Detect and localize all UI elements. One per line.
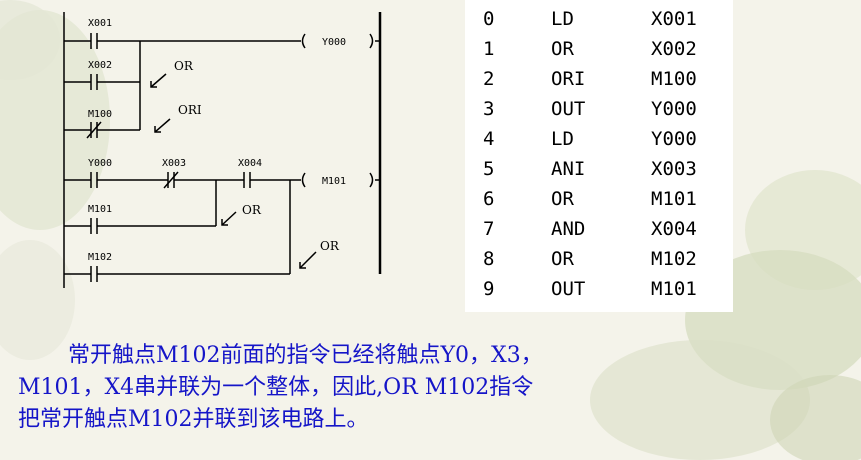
contact-label-x004: X004 (238, 158, 262, 169)
instruction-row: 2 ORI M100 (465, 68, 733, 98)
contact-label-x002: X002 (88, 60, 112, 71)
step-number: 9 (483, 278, 495, 300)
opcode: OR (551, 248, 574, 270)
explanation-caption: 常开触点M102前面的指令已经将触点Y0，X3， M101，X4串并联为一个整体… (18, 340, 778, 436)
contact-label-x003: X003 (162, 158, 186, 169)
step-number: 8 (483, 248, 495, 270)
instruction-row: 3 OUT Y000 (465, 98, 733, 128)
instruction-row: 5 ANI X003 (465, 158, 733, 188)
opcode: OR (551, 38, 574, 60)
instruction-row: 0 LD X001 (465, 8, 733, 38)
operand: M101 (651, 188, 697, 210)
instruction-row: 7 AND X004 (465, 218, 733, 248)
step-number: 6 (483, 188, 495, 210)
ladder-diagram: X001 X002 M100 Y000 OR ORI Y000 X003 X00… (63, 12, 382, 288)
opcode: LD (551, 128, 574, 150)
instruction-list: 0 LD X001 1 OR X002 2 ORI M100 3 OUT Y00… (465, 0, 733, 312)
step-number: 1 (483, 38, 495, 60)
coil-label-m101: M101 (322, 176, 346, 187)
instruction-row: 9 OUT M101 (465, 278, 733, 308)
coil-label-y000: Y000 (322, 37, 346, 48)
operand: X003 (651, 158, 697, 180)
contact-label-m101: M101 (88, 204, 112, 215)
operand: X001 (651, 8, 697, 30)
contact-label-m100: M100 (88, 109, 112, 120)
opcode: LD (551, 8, 574, 30)
operand: M102 (651, 248, 697, 270)
operand: Y000 (651, 98, 697, 120)
opcode: ORI (551, 68, 586, 90)
caption-line-1: 常开触点M102前面的指令已经将触点Y0，X3， (68, 343, 543, 368)
step-number: 4 (483, 128, 495, 150)
opcode: ANI (551, 158, 586, 180)
opcode: OUT (551, 98, 586, 120)
note-or-2: OR (242, 203, 262, 217)
instruction-row: 8 OR M102 (465, 248, 733, 278)
operand: X002 (651, 38, 697, 60)
instruction-row: 1 OR X002 (465, 38, 733, 68)
instruction-row: 4 LD Y000 (465, 128, 733, 158)
step-number: 7 (483, 218, 495, 240)
contact-label-x001: X001 (88, 18, 112, 29)
caption-line-3: 把常开触点M102并联到该电路上。 (18, 407, 369, 432)
instruction-row: 6 OR M101 (465, 188, 733, 218)
contact-label-m102: M102 (88, 252, 112, 263)
note-ori: ORI (178, 103, 202, 117)
opcode: AND (551, 218, 586, 240)
operand: X004 (651, 218, 697, 240)
operand: Y000 (651, 128, 697, 150)
note-or-3: OR (320, 239, 340, 253)
step-number: 0 (483, 8, 495, 30)
contact-label-y000: Y000 (88, 158, 112, 169)
operand: M101 (651, 278, 697, 300)
operand: M100 (651, 68, 697, 90)
step-number: 2 (483, 68, 495, 90)
opcode: OR (551, 188, 574, 210)
caption-line-2: M101，X4串并联为一个整体，因此,OR M102指令 (18, 375, 534, 400)
note-or-1: OR (174, 59, 194, 73)
step-number: 3 (483, 98, 495, 120)
step-number: 5 (483, 158, 495, 180)
opcode: OUT (551, 278, 586, 300)
